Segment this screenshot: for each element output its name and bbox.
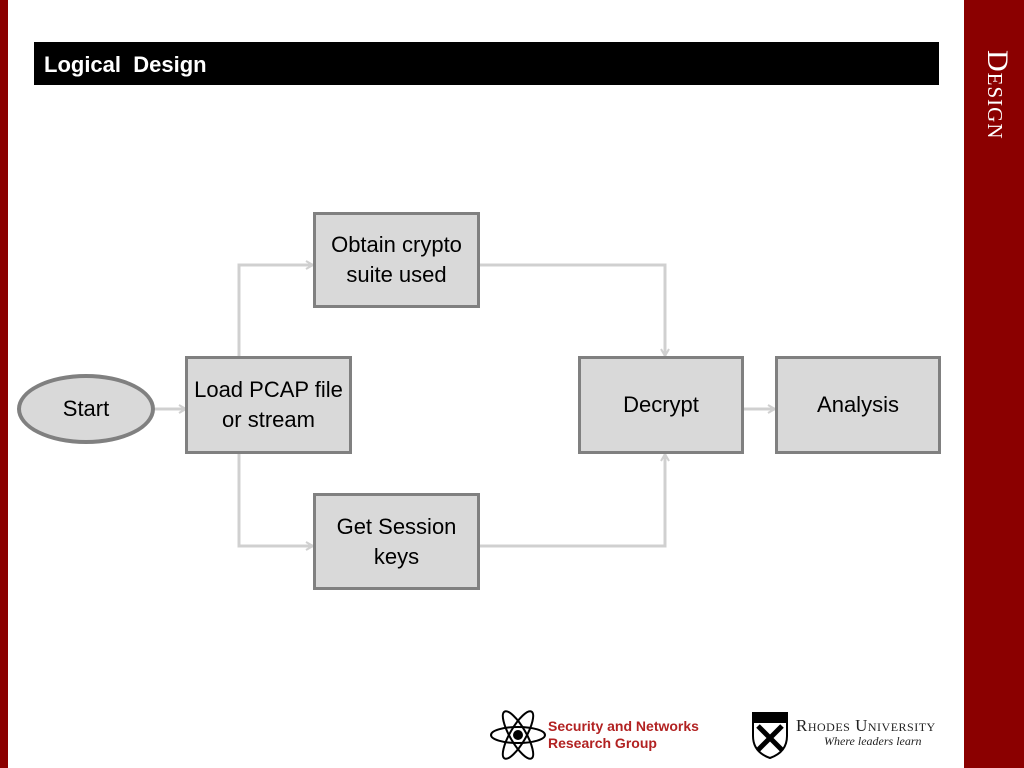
start-node: Start (17, 374, 155, 444)
decrypt-label: Decrypt (623, 392, 699, 417)
university-crest-icon (752, 712, 788, 760)
university-name: Rhodes University (796, 716, 936, 735)
connector-session-decrypt (480, 454, 665, 548)
analysis-label: Analysis (817, 392, 899, 417)
session-keys-box: Get Session keys (313, 493, 480, 590)
load-pcap-box: Load PCAP file or stream (185, 356, 352, 454)
connector-load-session (237, 454, 313, 546)
snrg-logo-icon (490, 710, 546, 760)
analysis-box: Analysis (775, 356, 941, 454)
connector-obtain-decrypt (480, 263, 665, 356)
snrg-name: Security and Networks Research Group (548, 718, 699, 752)
title-bar: Logical Design (34, 42, 939, 85)
connector-load-obtain (237, 265, 313, 356)
right-accent-bar (964, 0, 1024, 768)
decrypt-box: Decrypt (578, 356, 744, 454)
snrg-line2: Research Group (548, 735, 657, 751)
load-pcap-label: Load PCAP file or stream (194, 377, 343, 432)
slide-title: Logical Design (44, 52, 207, 77)
left-accent-bar (0, 0, 8, 768)
section-label: Design (981, 50, 1014, 140)
snrg-line1: Security and Networks (548, 718, 699, 734)
session-keys-label: Get Session keys (336, 513, 457, 569)
start-label: Start (62, 396, 110, 421)
university-tagline: Where leaders learn (824, 734, 922, 748)
obtain-crypto-label: Obtain crypto suite used (331, 232, 462, 287)
obtain-crypto-box: Obtain crypto suite used (313, 212, 480, 308)
